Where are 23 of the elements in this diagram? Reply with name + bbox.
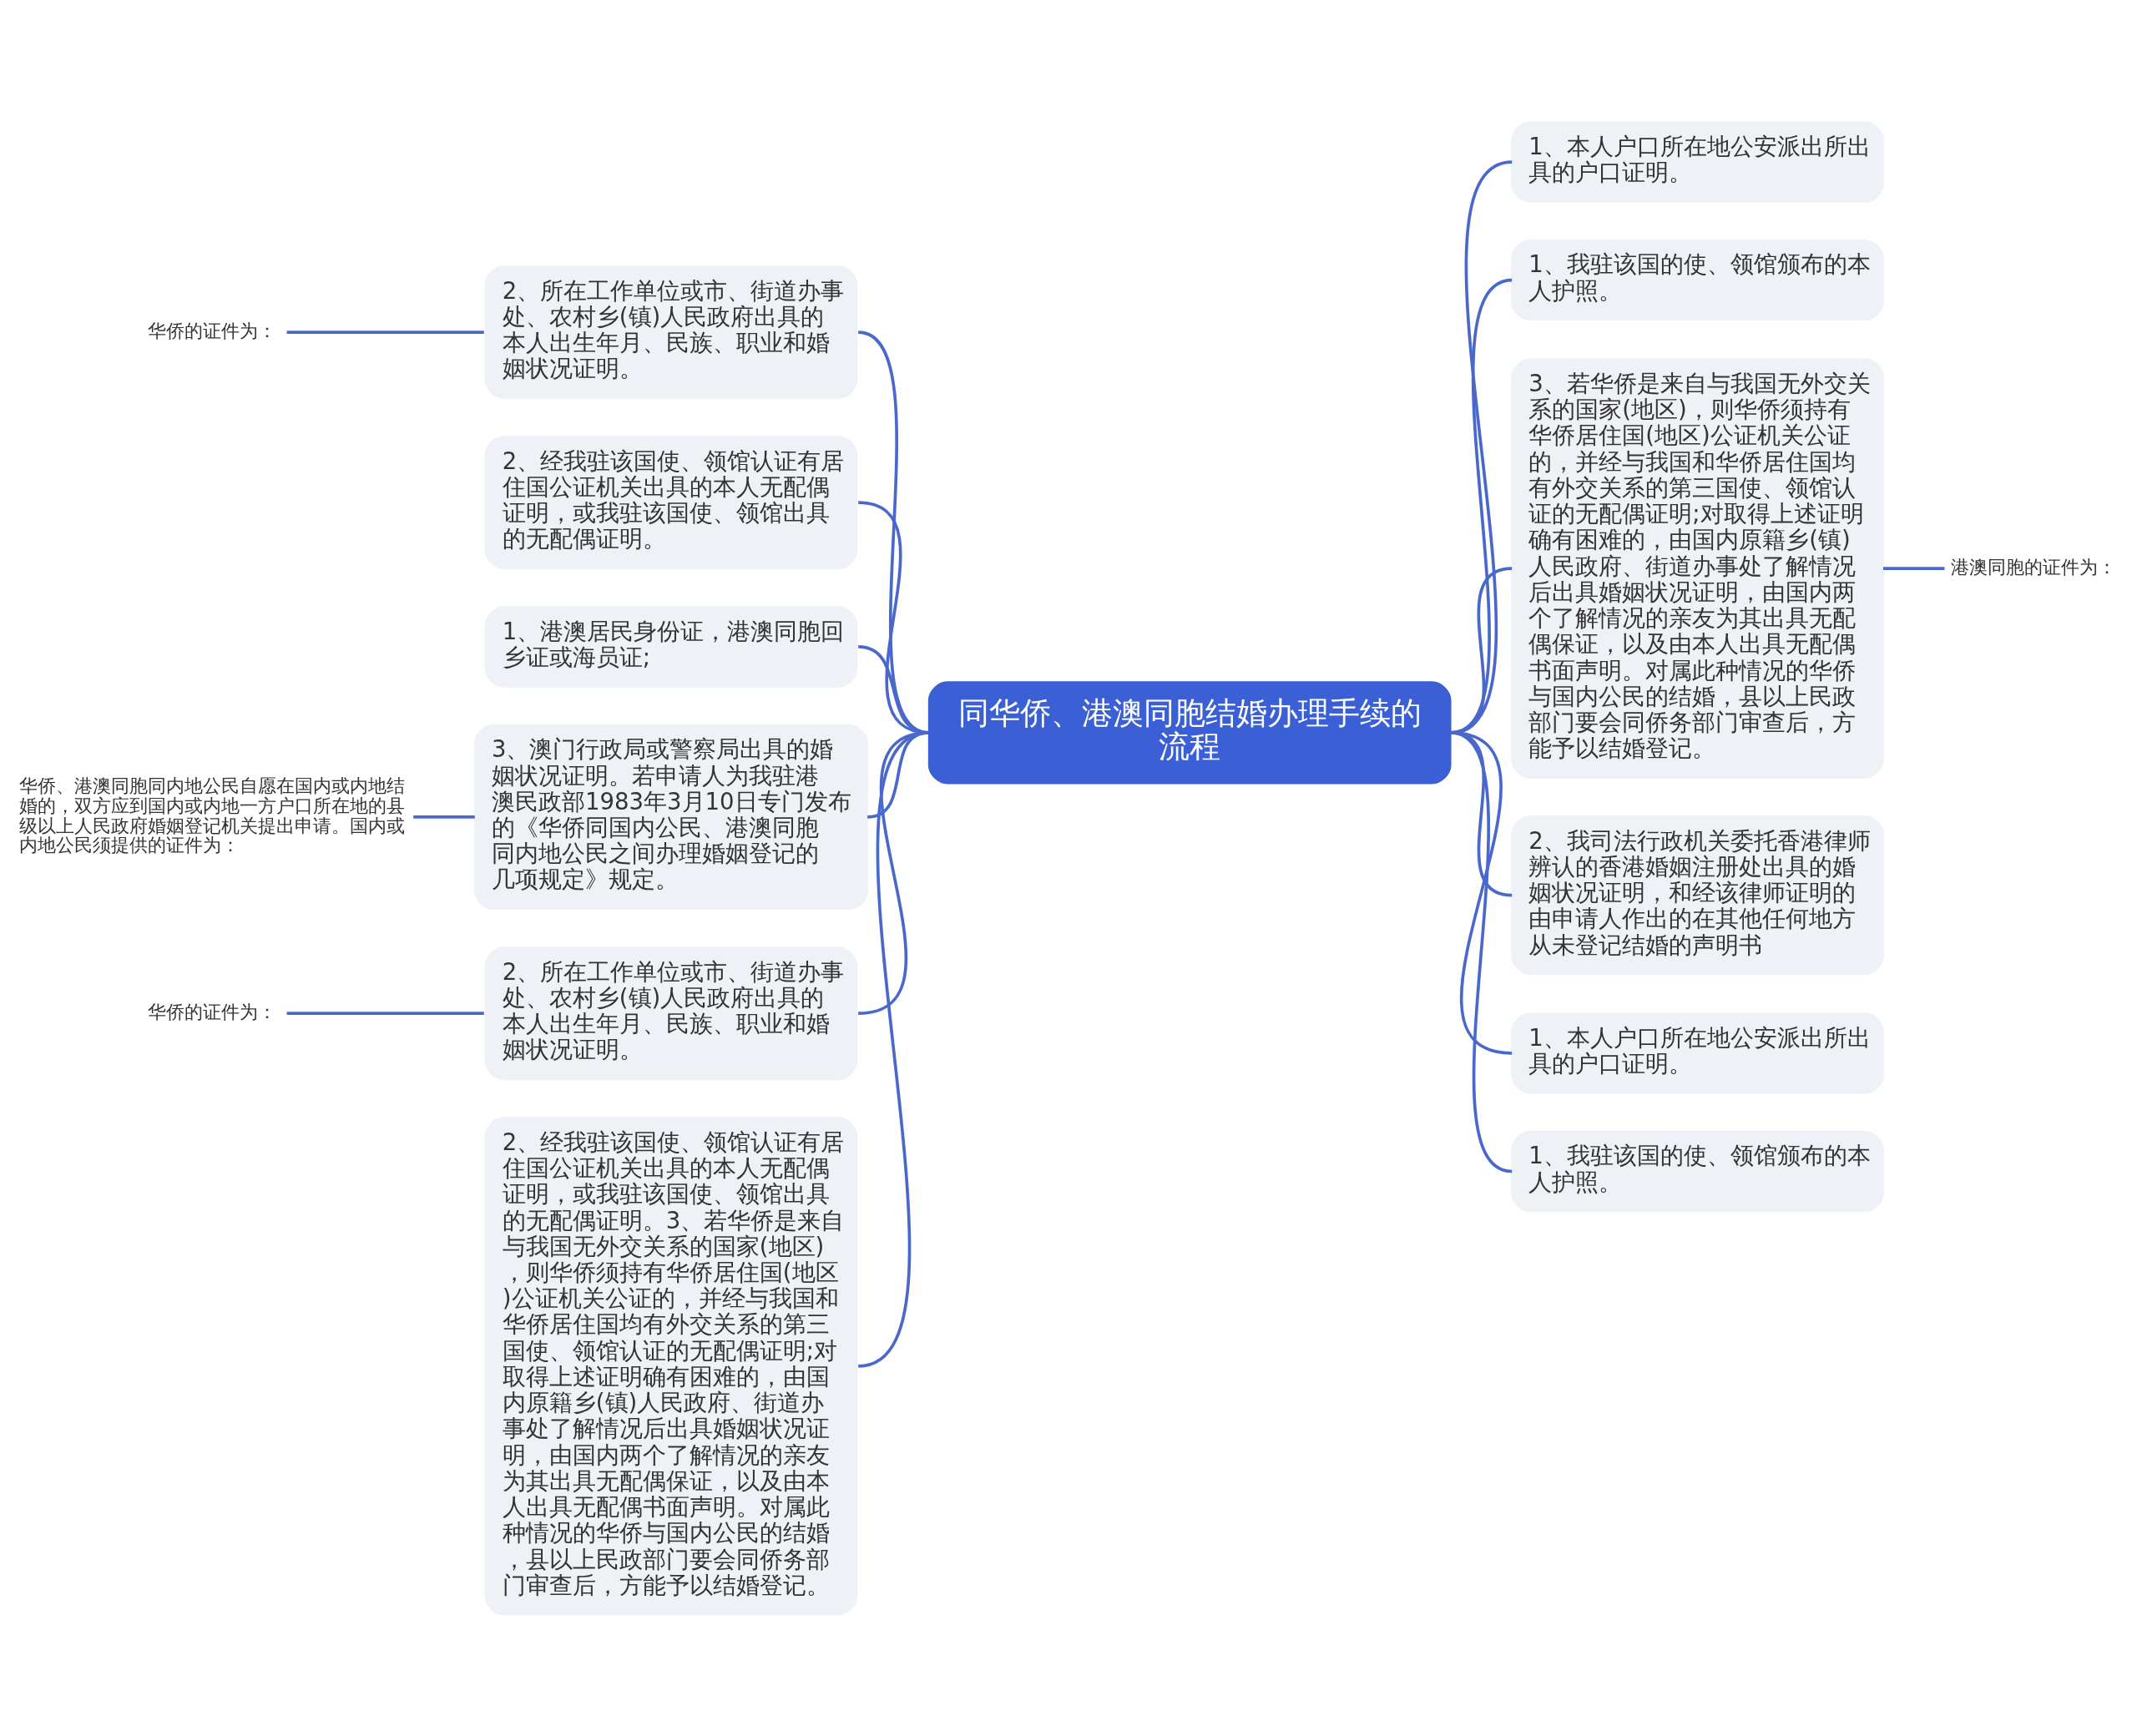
node-box: 1、本人户口所在地公安派出所出具的户口证明。 — [1511, 120, 1884, 203]
node-box: 1、本人户口所在地公安派出所出具的户口证明。 — [1511, 1012, 1884, 1094]
node-box: 同华侨、港澳同胞结婚办理手续的流程 — [927, 680, 1452, 784]
node-box: 2、我司法行政机关委托香港律师辨认的香港婚姻注册处出具的婚姻状况证明，和经该律师证明的由申请人作出的在其他任何地方从未登记结婚的声明书 — [1511, 815, 1884, 975]
connector — [1882, 566, 1945, 570]
connector — [857, 730, 930, 1368]
connector — [286, 330, 484, 334]
node-text: 华侨的证件为： — [148, 320, 277, 341]
node-box: 2、经我驻该国使、领馆认证有居住国公证机关出具的本人无配偶证明，或我驻该国使、领馆出具的无配偶证明。 — [484, 435, 858, 569]
node-text: 华侨的证件为： — [148, 1001, 277, 1022]
node-box: 3、若华侨是来自与我国无外交关系的国家(地区)，则华侨须持有华侨居住国(地区)公证机关公证的，并经与我国和华侨居住国均有外交关系的第三国使、领馆认证的无配偶证明;对取得上述证明确有困难的，由国内原籍乡(镇)人民政府、街道办事处了解情况后出具婚姻状况证明，由国内两个了解情况的亲友为其出具无配偶保证，以及由本人出具无配偶书面声明。对属此种情况的华侨与国内公民的结婚，县以上民政部门要会同侨务部门审查后，方能予以结婚登记。 — [1511, 357, 1884, 779]
node-box: 2、所在工作单位或市、街道办事处、农村乡(镇)人民政府出具的本人出生年月、民族、职业和婚姻状况证明。 — [484, 946, 858, 1080]
node-text: 港澳同胞的证件为： — [1950, 556, 2116, 578]
node-box: 1、我驻该国的使、领馆颁布的本人护照。 — [1511, 1130, 1884, 1212]
node-box: 2、所在工作单位或市、街道办事处、农村乡(镇)人民政府出具的本人出生年月、民族、职业和婚姻状况证明。 — [484, 265, 858, 399]
node-box: 3、澳门行政局或警察局出具的婚姻状况证明。若申请人为我驻港澳民政部1983年3月10日专门发布的《华侨同国内公民、港澳同胞同内地公民之间办理婚姻登记的几项规定》规定。 — [473, 724, 869, 910]
node-text: 华侨、港澳同胞同内地公民自愿在国内或内地结婚的，双方应到国内或内地一方户口所在地的县级以上人民政府婚姻登记机关提出申请。国内或内地公民须提供的证件为： — [18, 775, 405, 855]
node-box: 1、港澳居民身份证，港澳同胞回乡证或海员证; — [484, 605, 858, 688]
node-box: 2、经我驻该国使、领馆认证有居住国公证机关出具的本人无配偶证明，或我驻该国使、领馆出具的无配偶证明。3、若华侨是来自与我国无外交关系的国家(地区)，则华侨须持有华侨居住国(地区)公证机关公证的，并经与我国和华侨居住国均有外交关系的第三国使、领馆认证的无配偶证明;对取得上述证明确有困难的，由国内原籍乡(镇)人民政府、街道办事处了解情况后出具婚姻状况证明，由国内两个了解情况的亲友为其出具无配偶保证，以及由本人出具无配偶书面声明。对属此种情况的华侨与国内公民的结婚，县以上民政部门要会同侨务部门审查后，方能予以结婚登记。 — [484, 1116, 858, 1616]
connector — [286, 1011, 484, 1015]
connector — [1449, 730, 1513, 1173]
connector — [413, 815, 475, 819]
node-box: 1、我驻该国的使、领馆颁布的本人护照。 — [1511, 239, 1884, 320]
